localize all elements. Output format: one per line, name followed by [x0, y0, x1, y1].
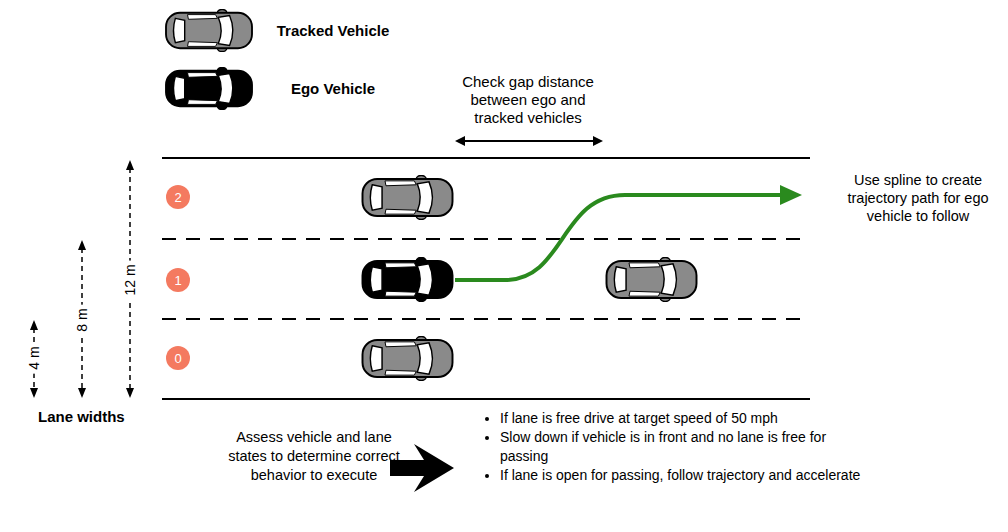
road-edge: [162, 398, 810, 400]
lane-divider: [162, 318, 810, 320]
lane-number-circle: 1: [166, 268, 190, 292]
behavior-bullet: If lane is open for passing, follow traj…: [500, 466, 872, 485]
ego-vehicle: [363, 257, 453, 301]
gap-annotation: Check gap distance between ego and track…: [453, 73, 603, 127]
dimension-arrow-head: [126, 388, 134, 398]
trajectory-path: [455, 195, 782, 280]
lane-number: 2: [174, 190, 181, 205]
dimension-label: 8 m: [73, 304, 91, 335]
dimension-label: 12 m: [121, 260, 139, 299]
arrow-head: [455, 136, 465, 146]
legend-label: Tracked Vehicle: [277, 22, 390, 39]
behavior-list: If lane is free drive at target speed of…: [484, 409, 872, 485]
dimension-label: 4 m: [25, 342, 43, 373]
legend-entry: Tracked Vehicle: [277, 22, 390, 39]
trajectory-arrow-head: [780, 185, 802, 205]
ego-vehicle-icon: [166, 67, 252, 109]
lane-number-circle: 2: [166, 185, 190, 209]
arrow-head: [593, 136, 603, 146]
legend-label: Ego Vehicle: [291, 80, 375, 97]
trajectory-annotation: Use spline to create trajectory path for…: [836, 171, 1000, 225]
gap-arrow-line: [462, 140, 596, 142]
dimension-arrow-head: [30, 320, 38, 330]
dimension-arrow-head: [78, 240, 86, 250]
dimension-arrow-head: [78, 388, 86, 398]
lane-number: 1: [174, 273, 181, 288]
lane-divider: [162, 238, 810, 240]
behavior-bullet: Slow down if vehicle is in front and no …: [500, 428, 872, 466]
tracked-vehicle: [607, 257, 697, 301]
road-edge: [162, 157, 810, 159]
dimension-arrow-head: [30, 388, 38, 398]
tracked-vehicle: [363, 175, 453, 219]
process-note: Assess vehicle and lane states to determ…: [224, 428, 404, 485]
tracked-vehicle: [363, 336, 453, 380]
behavior-bullet: If lane is free drive at target speed of…: [500, 409, 872, 428]
lane-number: 0: [174, 351, 181, 366]
lane-number-circle: 0: [166, 346, 190, 370]
section-label: Lane widths: [38, 408, 125, 425]
dimension-arrow-head: [126, 160, 134, 170]
legend-entry: Ego Vehicle: [291, 80, 375, 97]
tracked-vehicle-icon: [166, 9, 252, 51]
